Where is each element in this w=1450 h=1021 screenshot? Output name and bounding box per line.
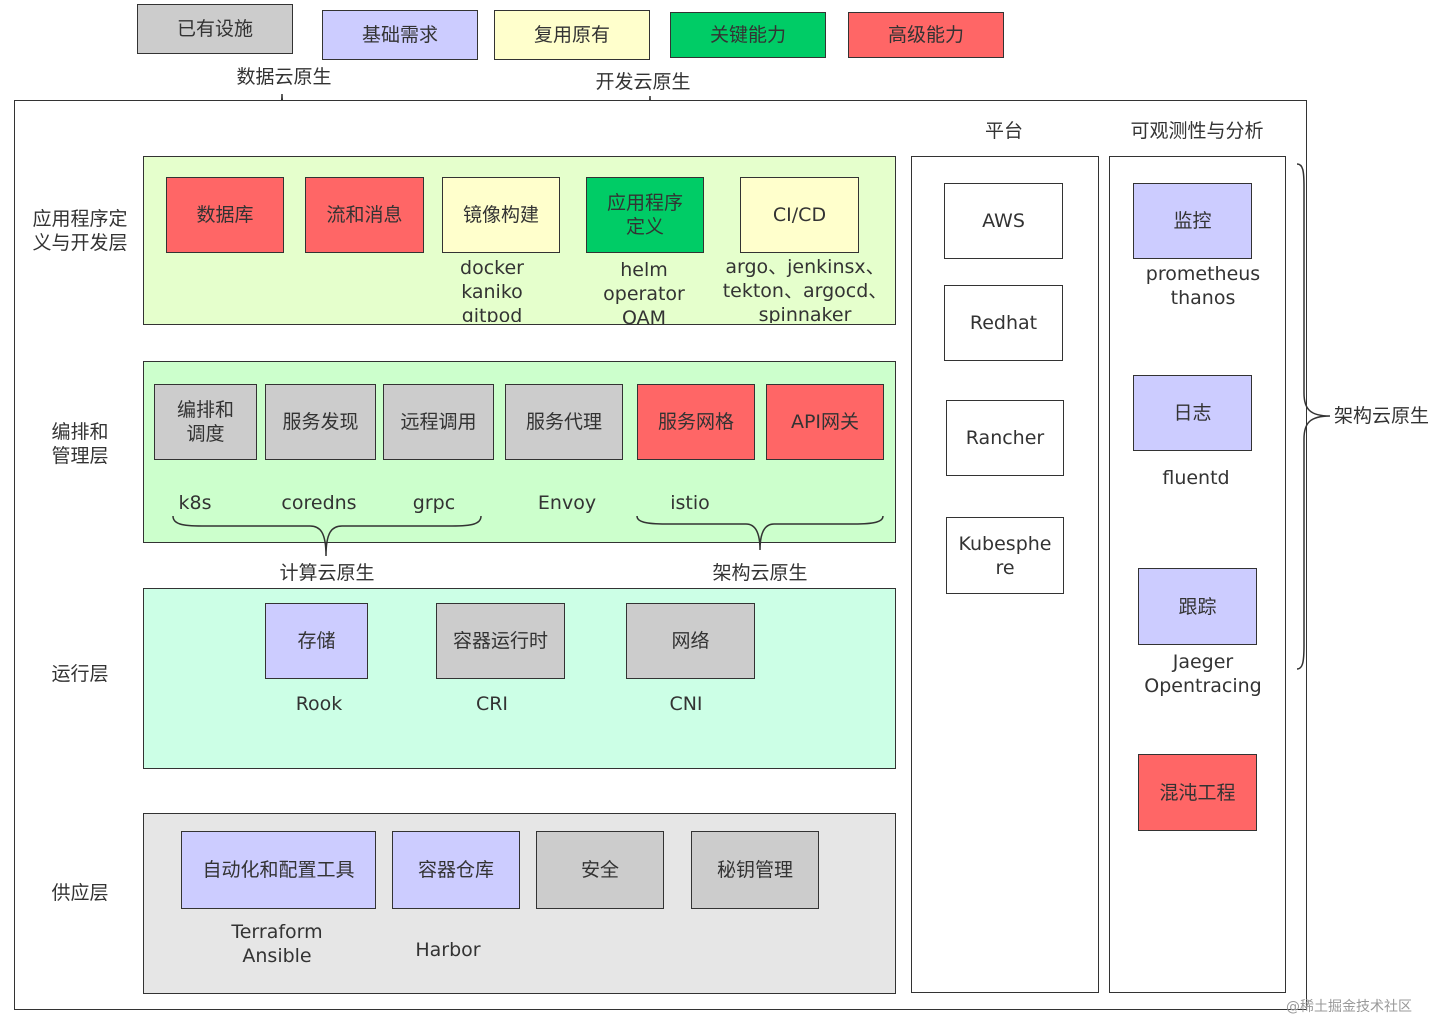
legend-reuse: 复用原有 [494,10,650,60]
brace-label-compute: 计算云原生 [279,562,375,584]
box-database: 数据库 [166,177,284,253]
obs-monitoring: 监控 [1133,183,1252,259]
brace-compute [172,515,482,557]
box-rpc: 远程调用 [383,384,494,460]
obs-chaos-engineering: 混沌工程 [1138,754,1257,831]
sub-istio: istio [670,492,710,514]
platform-redhat: Redhat [944,285,1063,361]
brace-label-dev: 开发云原生 [595,71,691,93]
box-streaming: 流和消息 [305,177,424,253]
box-app-definition: 应用程序 定义 [586,177,704,253]
legend-key: 关键能力 [670,12,826,58]
sub-registry: Harbor [415,939,481,961]
obs-logging: 日志 [1133,375,1252,451]
brace-arch-right [1296,163,1331,670]
box-image-build: 镜像构建 [442,177,560,253]
sub-grpc: grpc [412,492,456,514]
sub-tracing: Jaeger Opentracing [1144,651,1262,697]
column-title-observability: 可观测性与分析 [1130,120,1264,142]
watermark: @稀土掘金技术社区 [1286,999,1412,1015]
layer-label-app: 应用程序定 义与开发层 [32,208,128,254]
box-storage: 存储 [265,603,368,679]
brace-label-arch-mid: 架构云原生 [712,562,808,584]
platform-aws: AWS [944,183,1063,259]
sub-cri: CRI [475,693,509,715]
box-service-mesh: 服务网格 [637,384,755,460]
sub-k8s: k8s [178,492,212,514]
box-network: 网络 [626,603,755,679]
sub-cni: CNI [669,693,703,715]
sub-envoy: Envoy [537,492,597,514]
layer-label-provisioning: 供应层 [51,882,109,904]
brace-arch-mid [636,515,884,551]
legend-basic: 基础需求 [322,10,478,60]
box-container-runtime: 容器运行时 [436,603,565,679]
box-automation: 自动化和配置工具 [181,831,376,909]
layer-label-orchestration: 编排和 管理层 [51,421,109,467]
box-key-management: 秘钥管理 [691,831,819,909]
platform-rancher: Rancher [946,400,1064,476]
platform-kubesphere: Kubesphe re [946,517,1064,594]
sub-automation: Terraform Ansible [231,921,323,967]
sub-app-definition: helm operator OAM [603,259,685,324]
legend-existing: 已有设施 [137,4,293,54]
box-registry: 容器仓库 [392,831,520,909]
brace-label-data: 数据云原生 [236,66,332,88]
sub-logging: fluentd [1162,467,1230,489]
box-service-proxy: 服务代理 [505,384,623,460]
sub-monitoring: prometheus thanos [1145,263,1261,309]
sub-rook: Rook [295,693,343,715]
box-cicd: CI/CD [740,177,859,253]
sub-coredns: coredns [281,492,357,514]
brace-label-arch-right: 架构云原生 [1334,405,1430,427]
legend-advanced: 高级能力 [848,12,1004,58]
obs-tracing: 跟踪 [1138,568,1257,645]
box-api-gateway: API网关 [766,384,884,460]
layer-label-runtime: 运行层 [51,663,109,685]
column-title-platform: 平台 [984,120,1023,142]
box-service-discovery: 服务发现 [265,384,376,460]
sub-image-build: docker kaniko gitpod [460,257,524,322]
box-security: 安全 [536,831,664,909]
box-scheduling: 编排和 调度 [154,384,257,460]
sub-cicd: argo、jenkinsx、 tekton、argocd、 spinnaker [722,256,888,323]
